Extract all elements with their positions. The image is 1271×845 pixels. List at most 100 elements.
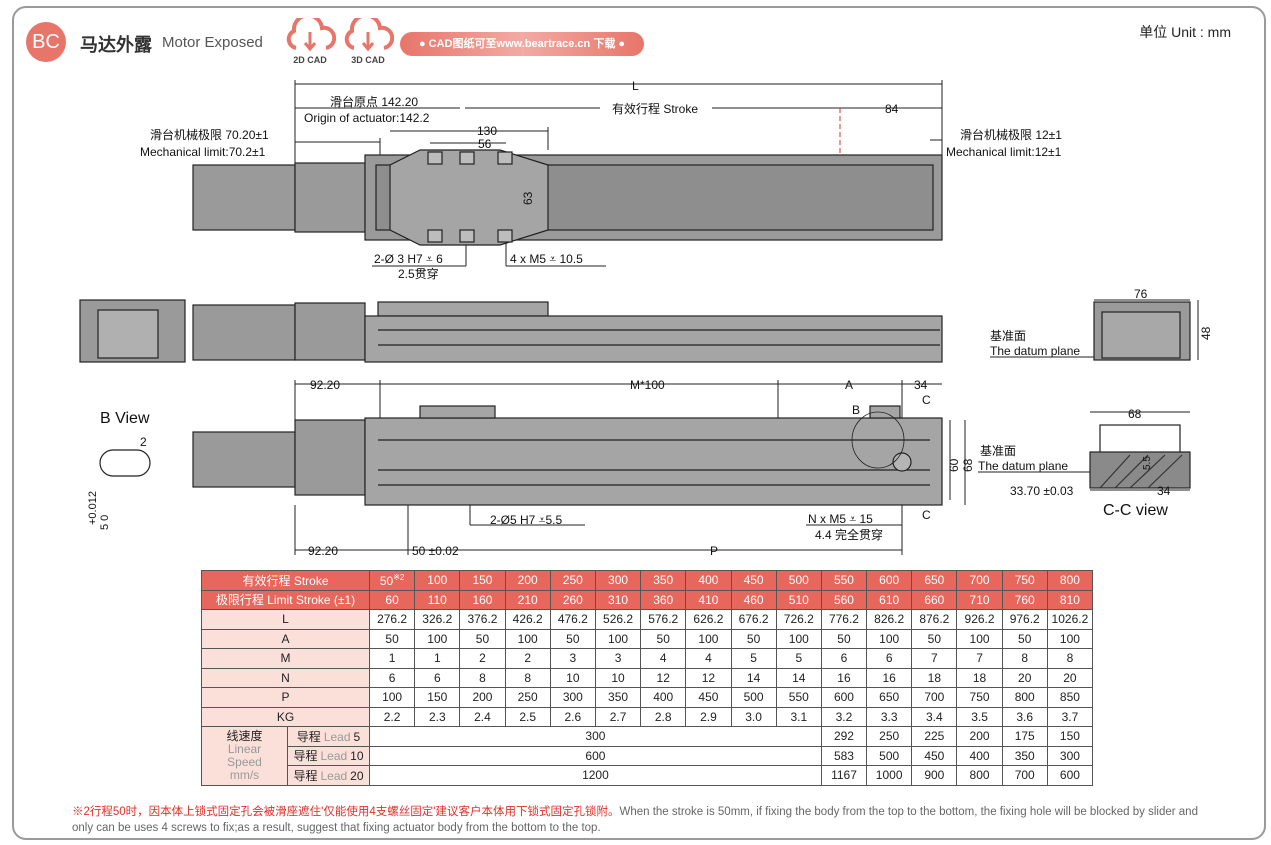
dimension-label: Mechanical limit:12±1 — [946, 145, 1062, 159]
row-label: M — [201, 648, 370, 669]
table-cell: 50 — [368, 628, 416, 649]
dimension-label: 33.70 ±0.03 — [1010, 484, 1074, 498]
dimension-label: 76 — [1134, 287, 1148, 301]
dimension-label: 60 — [947, 458, 961, 472]
table-cell: 150 — [414, 687, 461, 708]
dimension-label: 92.20 — [310, 378, 340, 392]
table-cell: 976.2 — [1001, 609, 1048, 630]
table-cell: 3.5 — [956, 706, 1003, 727]
dimension-label: 4 x M5 ⩡ 10.5 — [510, 252, 583, 266]
table-cell: 350 — [594, 687, 642, 708]
speed-cell: 800 — [956, 765, 1003, 786]
dimension-label: 130 — [477, 124, 497, 138]
stroke-cell: 300 — [594, 570, 642, 591]
dimension-label: C — [922, 508, 931, 522]
table-cell: 2.5 — [504, 706, 551, 727]
speed-cell: 292 — [820, 726, 868, 747]
speed-cell: 225 — [911, 726, 958, 747]
speed-merged-cell: 600 — [369, 745, 822, 766]
table-cell: 276.2 — [368, 609, 416, 630]
stroke-cell: 250 — [549, 570, 596, 591]
table-cell: 3.6 — [1001, 706, 1048, 727]
dimension-label: 92.20 — [308, 544, 338, 558]
table-cell: 1026.2 — [1046, 609, 1094, 630]
table-cell: 1 — [368, 648, 416, 669]
footnote: ※2行程50时，因本体上锁式固定孔会被滑座遮住'仅能使用4支螺丝固定'建议客户本… — [72, 804, 1212, 836]
table-cell: 800 — [1001, 687, 1048, 708]
table-cell: 100 — [685, 628, 732, 649]
table-cell: 650 — [866, 687, 913, 708]
speed-cell: 900 — [911, 765, 958, 786]
dimension-label: Origin of actuator:142.2 — [304, 111, 430, 125]
cad-download-banner[interactable]: ● CAD图纸可至www.beartrace.cn 下载 ● — [400, 32, 644, 56]
dimension-label: 滑台机械极限 12±1 — [960, 127, 1062, 142]
page-frame — [12, 6, 1266, 840]
speed-merged-cell: 1200 — [369, 765, 822, 786]
speed-cell: 175 — [1001, 726, 1048, 747]
speed-cell: 400 — [956, 745, 1003, 766]
table-cell: 876.2 — [911, 609, 958, 630]
table-cell: 100 — [504, 628, 551, 649]
bottom-view — [99, 405, 943, 506]
table-cell: 2.3 — [414, 706, 461, 727]
dimension-label: 2-Ø 3 H7 ⩡ 6 — [374, 252, 443, 266]
limit-cell: 60 — [368, 589, 416, 610]
table-cell: 16 — [820, 667, 868, 688]
dimension-label: 滑台机械极限 70.20±1 — [150, 127, 269, 142]
table-cell: 5 — [730, 648, 777, 669]
table-cell: 850 — [1046, 687, 1094, 708]
side-view — [79, 299, 1191, 363]
table-cell: 626.2 — [685, 609, 732, 630]
stroke-cell: 200 — [504, 570, 551, 591]
dimension-label: 滑台原点 142.20 — [330, 94, 418, 109]
table-cell: 100 — [1046, 628, 1094, 649]
table-cell: 100 — [956, 628, 1003, 649]
table-cell: 12 — [640, 667, 687, 688]
table-cell: 50 — [459, 628, 506, 649]
table-cell: 426.2 — [504, 609, 551, 630]
speed-cell: 583 — [820, 745, 868, 766]
stroke-cell: 750 — [1001, 570, 1048, 591]
table-cell: 8 — [1001, 648, 1048, 669]
footnote-cn: ※2行程50时，因本体上锁式固定孔会被滑座遮住'仅能使用4支螺丝固定'建议客户本… — [72, 806, 620, 818]
table-cell: 50 — [549, 628, 596, 649]
dimension-label: L — [632, 79, 639, 93]
stroke-label: 有效行程 Stroke — [201, 570, 370, 591]
limit-cell: 360 — [640, 589, 687, 610]
limit-cell: 260 — [549, 589, 596, 610]
dimension-label: 2 — [140, 435, 147, 449]
dimension-label: Mechanical limit:70.2±1 — [140, 145, 266, 159]
table-cell: 3.1 — [775, 706, 822, 727]
table-cell: 16 — [866, 667, 913, 688]
drawing-labels: L 滑台原点 142.20 Origin of actuator:142.2 有… — [87, 79, 1213, 558]
dimension-label: 5.5 — [1142, 456, 1153, 470]
limit-cell: 210 — [504, 589, 551, 610]
table-cell: 3 — [549, 648, 596, 669]
table-cell: 100 — [775, 628, 822, 649]
stroke-cell: 50※2 — [368, 570, 416, 591]
cad-2d-label: 2D CAD — [293, 55, 327, 65]
table-cell: 676.2 — [730, 609, 777, 630]
table-cell: 50 — [820, 628, 868, 649]
table-cell: 6 — [866, 648, 913, 669]
table-cell: 18 — [911, 667, 958, 688]
table-cell: 50 — [730, 628, 777, 649]
row-label: P — [201, 687, 370, 708]
stroke-cell: 150 — [459, 570, 506, 591]
table-cell: 20 — [1046, 667, 1094, 688]
dimension-label: 56 — [478, 137, 492, 151]
dimension-label: 基准面 — [980, 444, 1016, 458]
dimension-label: 2.5贯穿 — [398, 266, 439, 281]
limit-cell: 160 — [459, 589, 506, 610]
speed-cell: 300 — [1046, 745, 1094, 766]
